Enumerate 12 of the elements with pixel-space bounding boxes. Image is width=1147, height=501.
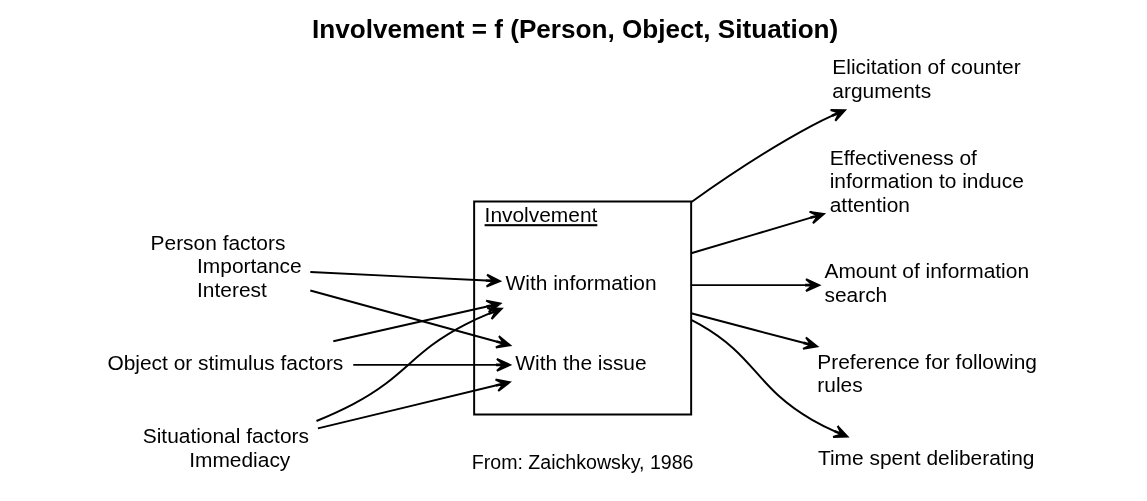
diagram-title: Involvement = f (Person, Object, Situation) (312, 14, 839, 45)
node-text: Preference for following rules (817, 349, 1037, 397)
node-text: Effectiveness of information to induce attention (829, 145, 1024, 216)
node-text: Elicitation of counter arguments (832, 55, 1021, 102)
node-text: Time spent deliberating (817, 446, 1035, 470)
node-text: Amount of information search (824, 259, 1030, 306)
node-text: Situational factors Immediacy (142, 424, 309, 471)
node-text: Object or stimulus factors (107, 350, 344, 374)
label: From: Zaichkowsky, 1986 (471, 450, 694, 473)
node-text: Person factors Importance Interest (150, 230, 302, 301)
node-text: With information (505, 271, 657, 295)
node-text: With the issue (515, 350, 647, 374)
